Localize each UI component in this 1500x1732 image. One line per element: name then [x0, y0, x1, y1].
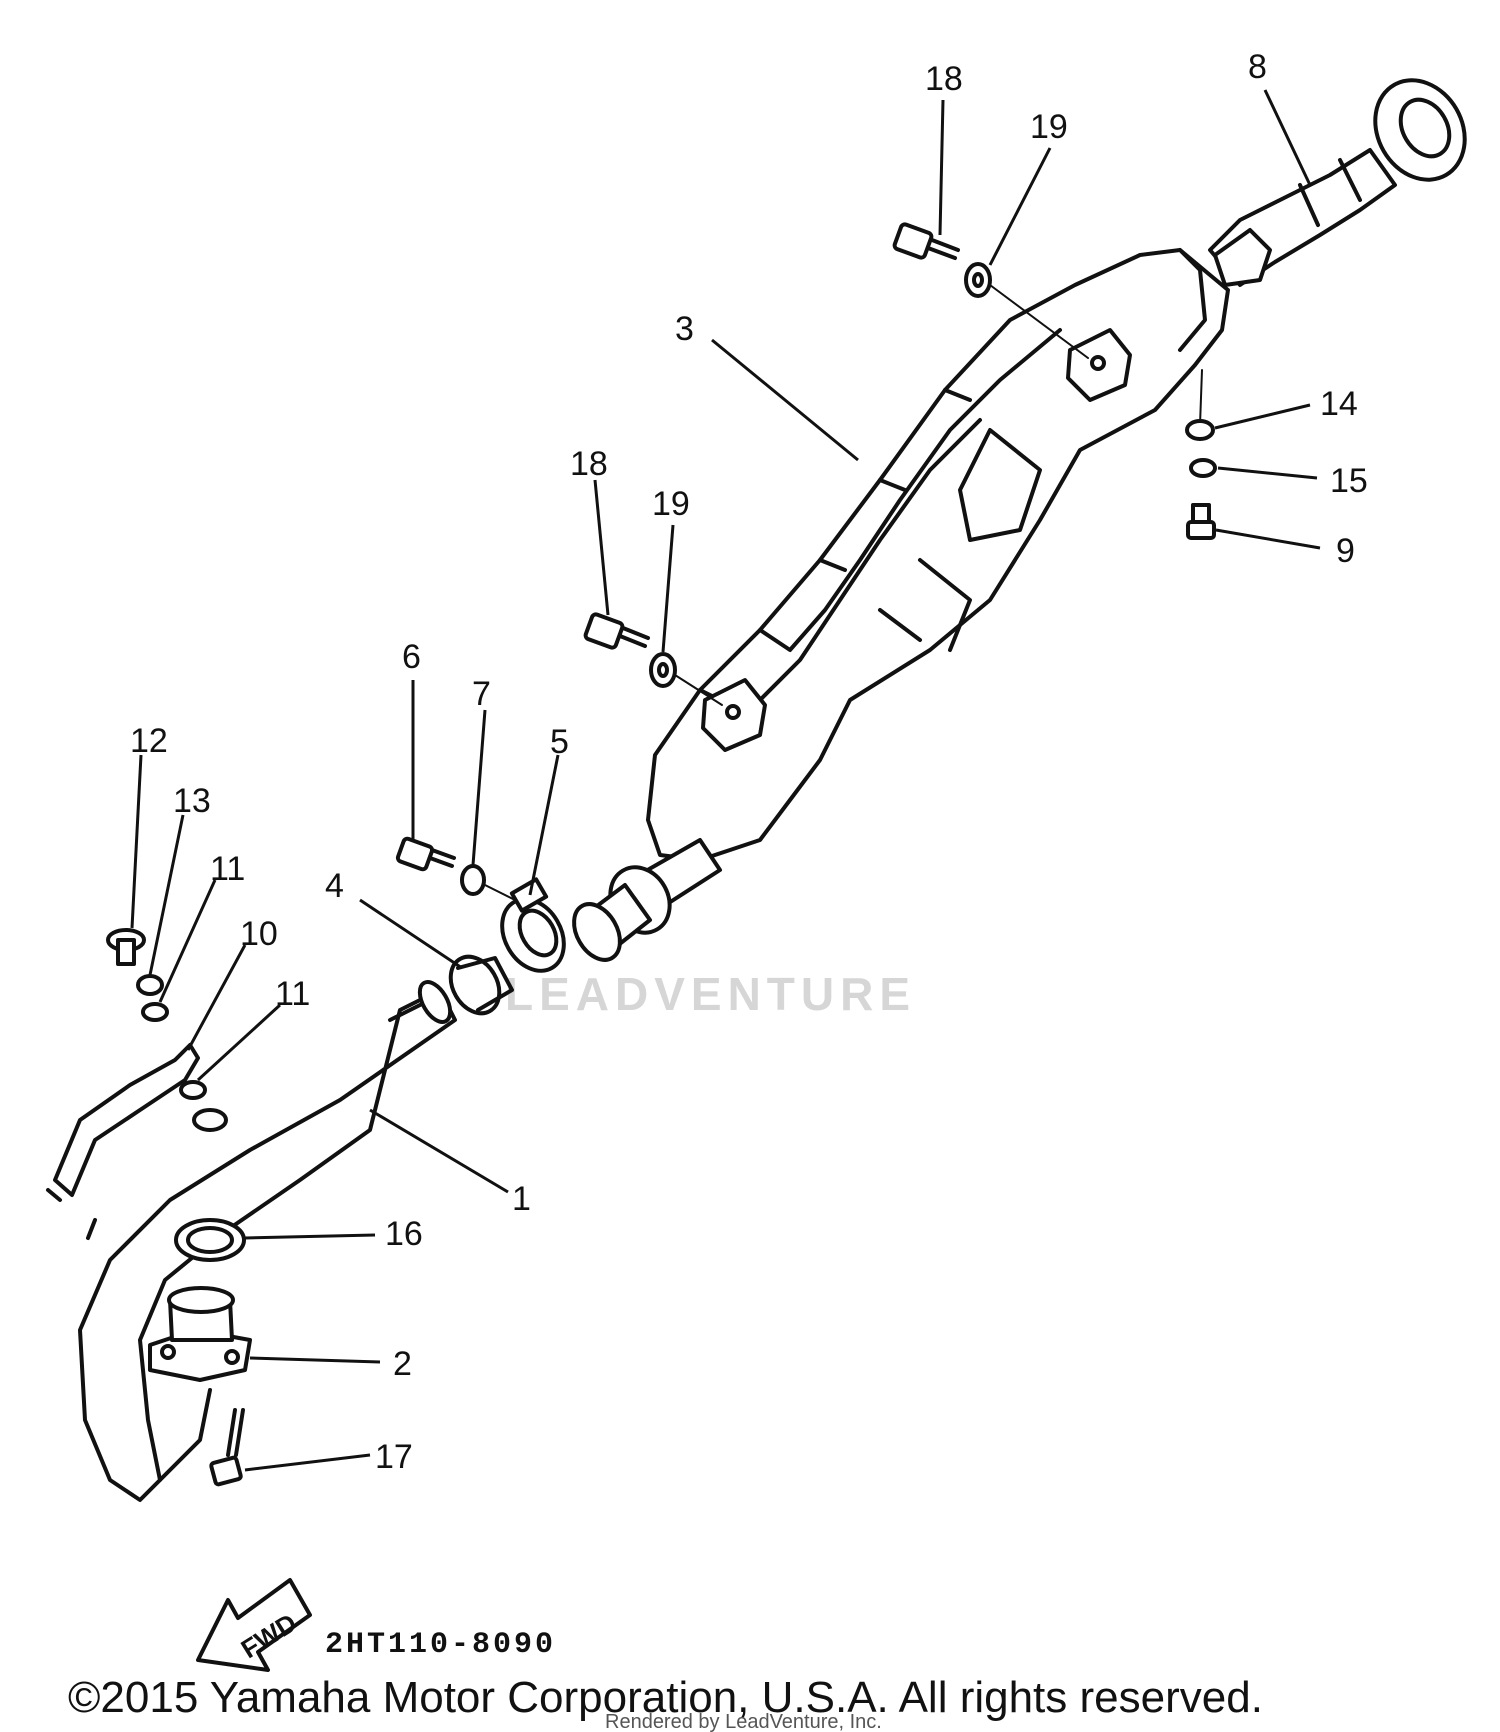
callout-13: 13	[173, 782, 211, 820]
washer-19-upper	[964, 262, 992, 298]
clamp-5	[500, 877, 566, 973]
callout-3: 3	[675, 310, 694, 348]
bracket-10	[46, 1043, 200, 1202]
callout-16: 16	[385, 1215, 423, 1253]
callout-18-upper: 18	[925, 60, 963, 98]
bolt-12	[106, 928, 146, 966]
callout-5: 5	[550, 723, 569, 761]
bolt-18-upper	[892, 222, 960, 260]
callout-11-lower: 11	[275, 975, 310, 1013]
grommet-11	[192, 1108, 228, 1132]
callout-17: 17	[375, 1438, 413, 1476]
callout-18-lower: 18	[570, 445, 608, 483]
callout-6: 6	[402, 638, 421, 676]
gasket-16	[174, 1218, 246, 1262]
callout-11-upper: 11	[210, 850, 245, 888]
callout-19-lower: 19	[652, 485, 690, 523]
tailpipe	[1208, 78, 1467, 287]
callout-10: 10	[240, 915, 278, 953]
callout-8: 8	[1248, 48, 1267, 86]
sleeve-4	[448, 954, 514, 1016]
leader-lines	[130, 89, 1321, 1472]
nut-14	[1185, 419, 1215, 441]
fwd-arrow-icon: FWD	[196, 1578, 312, 1672]
callout-7: 7	[472, 675, 491, 713]
callout-labels: 1 2 3 4 5 6 7 8 9 10 11 11 12 13 14 15 1…	[130, 48, 1368, 1476]
washer-7	[460, 864, 486, 896]
callout-19-upper: 19	[1030, 108, 1068, 146]
washer-19-lower	[649, 652, 677, 688]
callout-14: 14	[1320, 385, 1358, 423]
callout-15: 15	[1330, 462, 1368, 500]
washer-11-lower	[179, 1080, 207, 1100]
callout-12: 12	[130, 722, 168, 760]
copyright-notice: ©2015 Yamaha Motor Corporation, U.S.A. A…	[68, 1673, 1263, 1722]
callout-2: 2	[393, 1345, 412, 1383]
rendered-by-note: Rendered by LeadVenture, Inc.	[605, 1711, 882, 1732]
callout-9: 9	[1336, 532, 1355, 570]
washer-15	[1189, 458, 1217, 478]
nut-13	[136, 974, 164, 996]
callout-4: 4	[325, 867, 344, 905]
diagram-code: 2HT110-8090	[325, 1628, 556, 1662]
watermark-text: LEADVENTURE	[505, 968, 916, 1020]
callout-1: 1	[512, 1180, 531, 1218]
bolt-17	[209, 1408, 245, 1487]
washer-11-upper	[141, 1002, 169, 1022]
muffler-body	[572, 248, 1230, 962]
bolt-18-lower	[583, 612, 650, 650]
bolt-9	[1186, 503, 1216, 540]
bolt-6	[395, 836, 456, 872]
